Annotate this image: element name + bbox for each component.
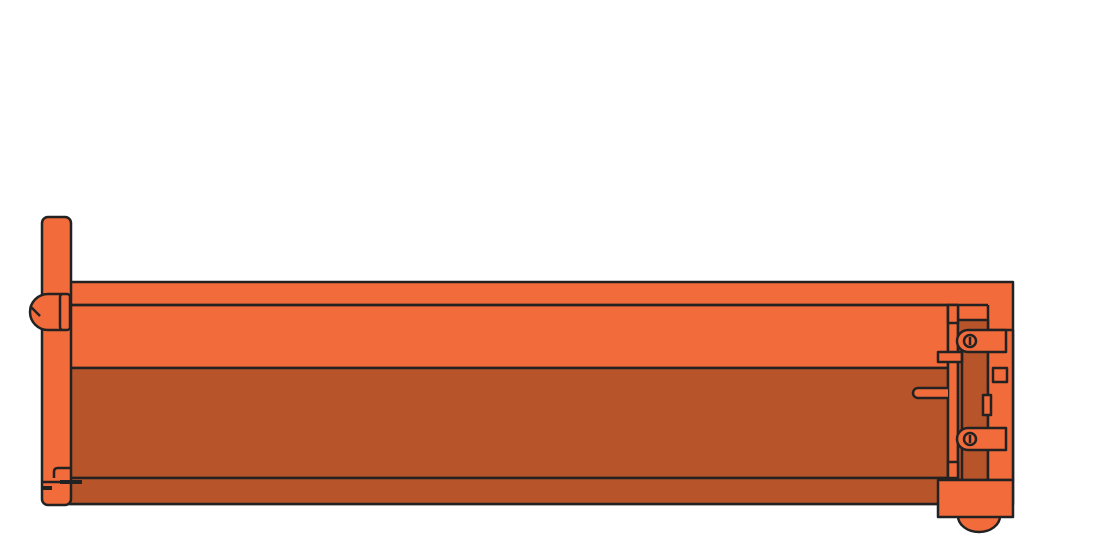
rear-step [936,478,1015,534]
tailgate-lock-plate [991,366,1009,384]
tipper-body [66,280,1015,506]
upper-latch [955,328,1008,354]
front-foot-bracket [52,466,70,478]
front-post [28,215,82,507]
bottom-rail [68,476,950,506]
front-foot-plate-small [42,486,52,490]
lower-side-panel [68,366,950,480]
tailgate-lock-rod [911,386,948,400]
front-hinge-cap [58,292,72,332]
tailgate-mid-bracket-top [936,350,964,364]
lower-latch [955,426,1008,452]
rear-step-block [936,478,1015,519]
rear-wheel-guard [956,514,1002,534]
upper-side-panel [68,303,950,370]
tailgate-top-block [946,303,960,325]
tailgate-lock-pin [981,393,993,417]
tailgate-left-upright [946,303,960,479]
front-hinge [28,292,64,332]
tailgate-bottom-block [946,460,960,480]
front-hinge-pin [29,305,41,317]
front-post-bar [40,215,73,507]
front-foot-plate [60,480,82,484]
